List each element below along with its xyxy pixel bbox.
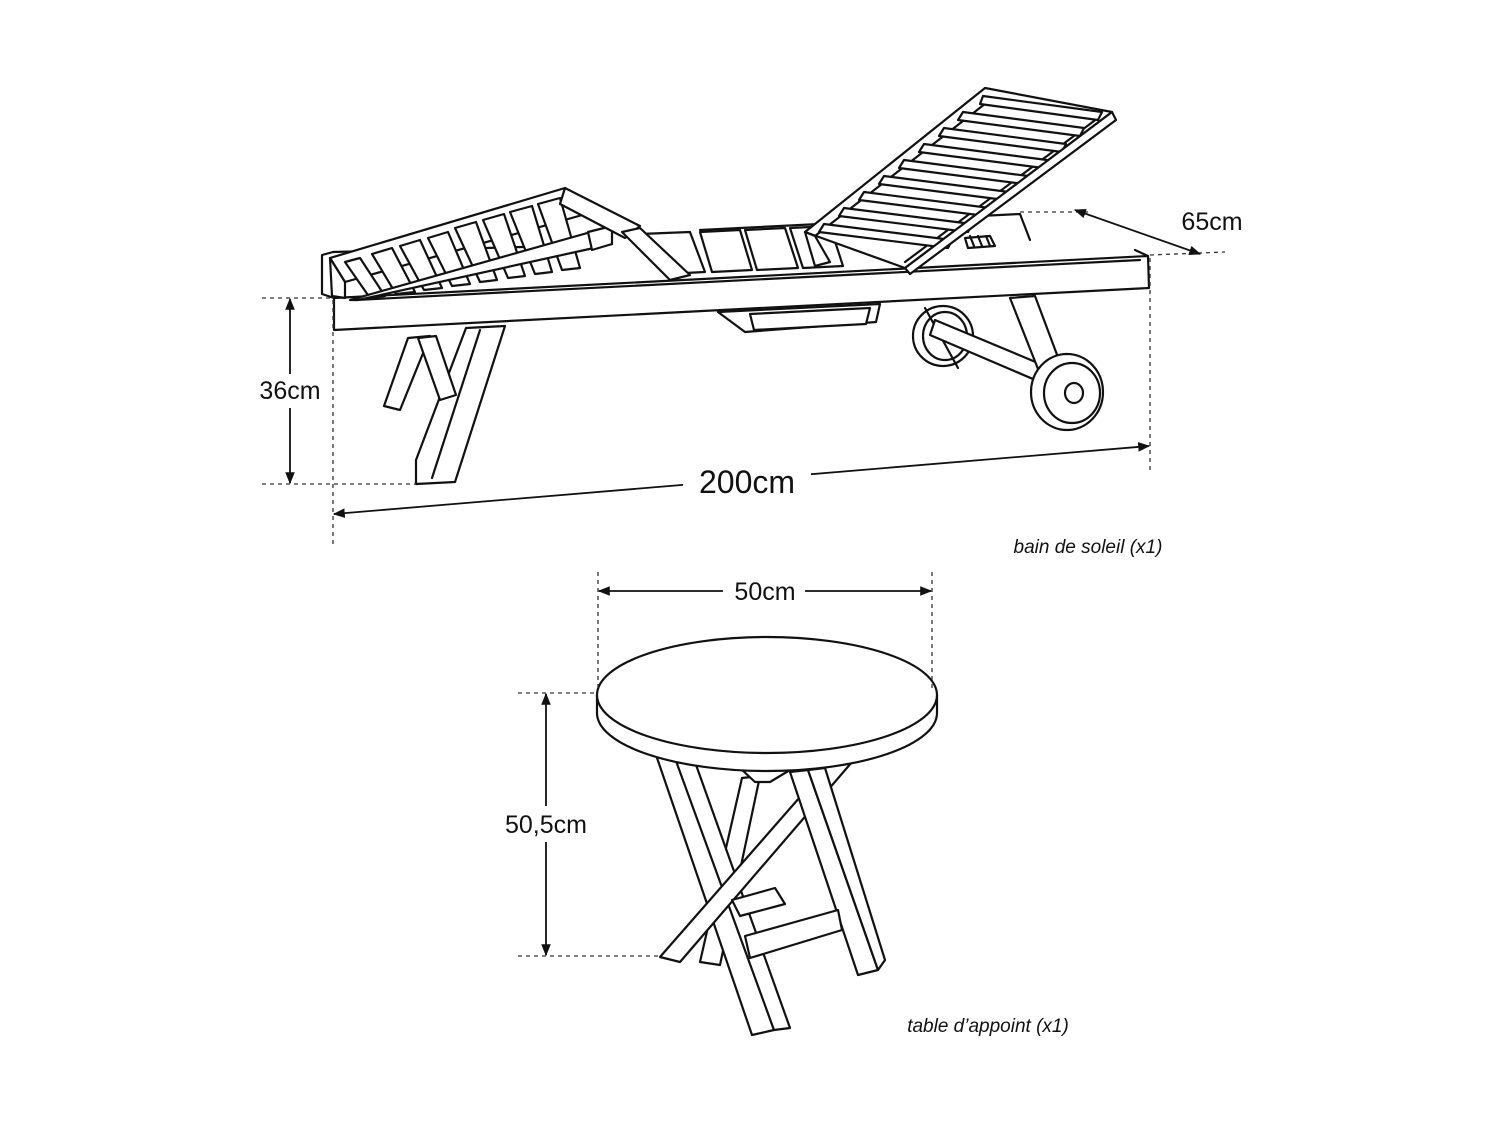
lounger-front-legs [382,324,507,486]
lounger-front-wheel [1029,352,1105,432]
sun-lounger-drawing: 200cm 36cm 65cm bain de soleil (x1) [250,86,1243,558]
table-caption: table d’appoint (x1) [907,1016,1069,1037]
lounger-tray [716,302,882,334]
lounger-length-label: 200cm [699,464,795,500]
lounger-footrest [328,186,642,302]
lounger-width-label: 65cm [1181,208,1242,236]
diameter-label-background [723,572,805,610]
table-height-label-background [496,806,596,842]
height-label-background [250,374,330,408]
length-label-background [683,460,811,504]
lounger-mechanism [963,234,997,250]
lounger-caption: bain de soleil (x1) [1014,537,1163,558]
lounger-width-arrow [1073,209,1202,255]
table-height-label: 50,5cm [505,811,587,839]
table-top [595,635,939,773]
lounger-hinge-link [620,226,692,282]
side-table-drawing: 50cm 50,5cm table d’appoint (x1) [496,572,1069,1037]
table-legs [653,746,887,1037]
lounger-backrest [803,86,1118,276]
lounger-side-rail [320,248,1151,332]
lounger-height-label: 36cm [259,377,320,405]
table-diameter-label: 50cm [734,578,795,606]
